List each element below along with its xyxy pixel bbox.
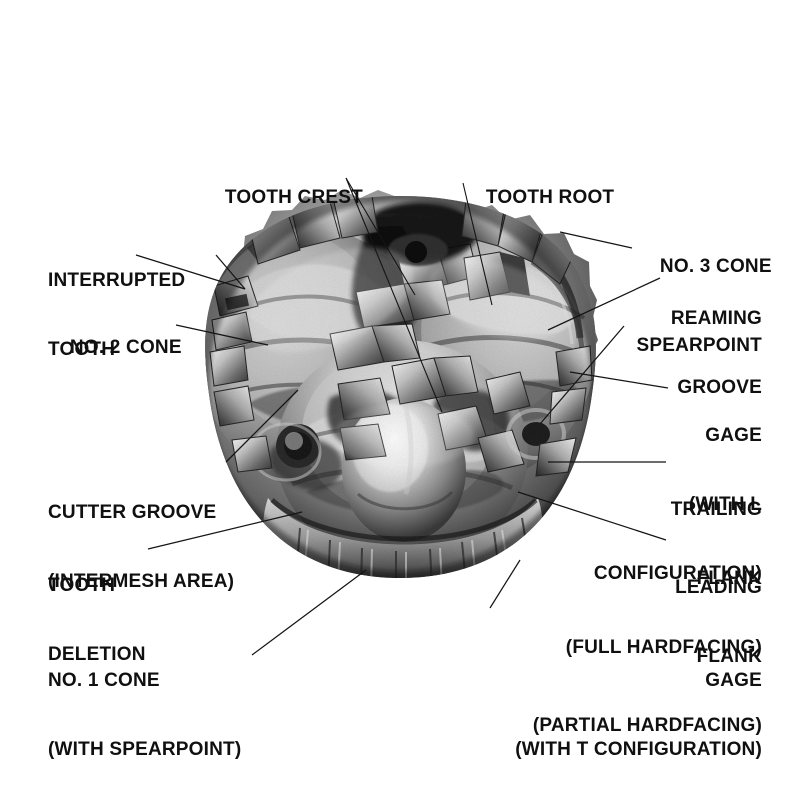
label-no-1-cone-line1: NO. 1 CONE (48, 670, 160, 691)
gage-skirt (263, 498, 543, 578)
label-tooth-deletion: TOOTH DELETION (48, 528, 146, 712)
gage-tooth-ring (221, 190, 598, 550)
label-spearpoint-text: SPEARPOINT (636, 335, 762, 356)
label-leading-flank-line2: FLANK (696, 646, 762, 667)
label-leading-flank-line3: (PARTIAL HARDFACING) (532, 715, 762, 736)
leader-no-1-cone (251, 569, 367, 656)
label-tooth-root-text: TOOTH ROOT (485, 187, 615, 208)
label-tooth-deletion-line2: DELETION (48, 644, 146, 665)
label-trailing-flank-line2: FLANK (696, 568, 762, 589)
label-gage-l-line1: GAGE (705, 425, 762, 446)
intermesh-shadows (269, 218, 510, 490)
label-cutter-groove-line1: CUTTER GROOVE (48, 502, 217, 523)
label-trailing-flank: TRAILING FLANK (FULL HARDFACING) (566, 452, 762, 705)
label-no-3-cone-text: NO. 3 CONE (659, 256, 772, 277)
label-trailing-flank-line1: TRAILING (670, 499, 762, 520)
label-interrupted-tooth-line1: INTERRUPTED (48, 270, 186, 291)
interrupted-tooth (211, 275, 259, 351)
leader-no-3-cone (559, 231, 633, 249)
label-leading-flank-line1: LEADING (675, 577, 762, 598)
label-gage-l-line3: CONFIGURATION) (593, 563, 762, 584)
label-tooth-crest: TOOTH CREST (203, 163, 363, 232)
label-no-1-cone-line2: (WITH SPEARPOINT) (48, 739, 242, 760)
leader-interrupted-tooth (215, 254, 246, 290)
cutter-groove-bearing (250, 422, 322, 482)
label-gage-t-configuration: GAGE (WITH T CONFIGURATION) (515, 623, 762, 800)
label-gage-t-line1: GAGE (705, 670, 762, 691)
label-reaming-groove-line1: REAMING (670, 308, 762, 329)
leader-cutter-groove (225, 389, 299, 463)
label-no-2-cone: NO. 2 CONE (48, 313, 182, 382)
label-gage-t-line2: (WITH T CONFIGURATION) (515, 739, 762, 760)
leader-gage-t (489, 559, 521, 609)
center-teeth-cluster (329, 243, 531, 473)
reaming-bearing-right (506, 408, 566, 460)
label-no-1-cone: NO. 1 CONE (WITH SPEARPOINT) (48, 623, 241, 800)
label-tooth-root: TOOTH ROOT (464, 163, 614, 232)
label-reaming-groove-line2: GROOVE (677, 377, 762, 398)
label-gage-l-line2: (WITH L (688, 494, 762, 515)
label-interrupted-tooth: INTERRUPTED TOOTH (48, 223, 185, 407)
label-reaming-groove: REAMING GROOVE (671, 261, 762, 445)
label-spearpoint: SPEARPOINT (615, 311, 762, 380)
label-cutter-groove-line2: (INTERMESH AREA) (48, 571, 235, 592)
label-tooth-deletion-line1: TOOTH (48, 575, 116, 596)
cone-no-1 (276, 340, 528, 564)
leader-no-2-cone (175, 324, 269, 346)
label-gage-l-configuration: GAGE (WITH L CONFIGURATION) (594, 378, 762, 631)
label-no-2-cone-text: NO. 2 CONE (69, 337, 182, 358)
label-interrupted-tooth-line2: TOOTH (48, 339, 116, 360)
label-cutter-groove: CUTTER GROOVE (INTERMESH AREA) (48, 455, 234, 639)
reaming-groove (513, 232, 585, 353)
label-tooth-crest-text: TOOTH CREST (224, 187, 363, 208)
label-leading-flank: LEADING FLANK (PARTIAL HARDFACING) (533, 530, 762, 783)
side-gage-teeth (209, 345, 593, 477)
spearpoint (342, 398, 466, 542)
label-no-3-cone: NO. 3 CONE (638, 232, 772, 301)
label-trailing-flank-line3: (FULL HARDFACING) (565, 637, 762, 658)
